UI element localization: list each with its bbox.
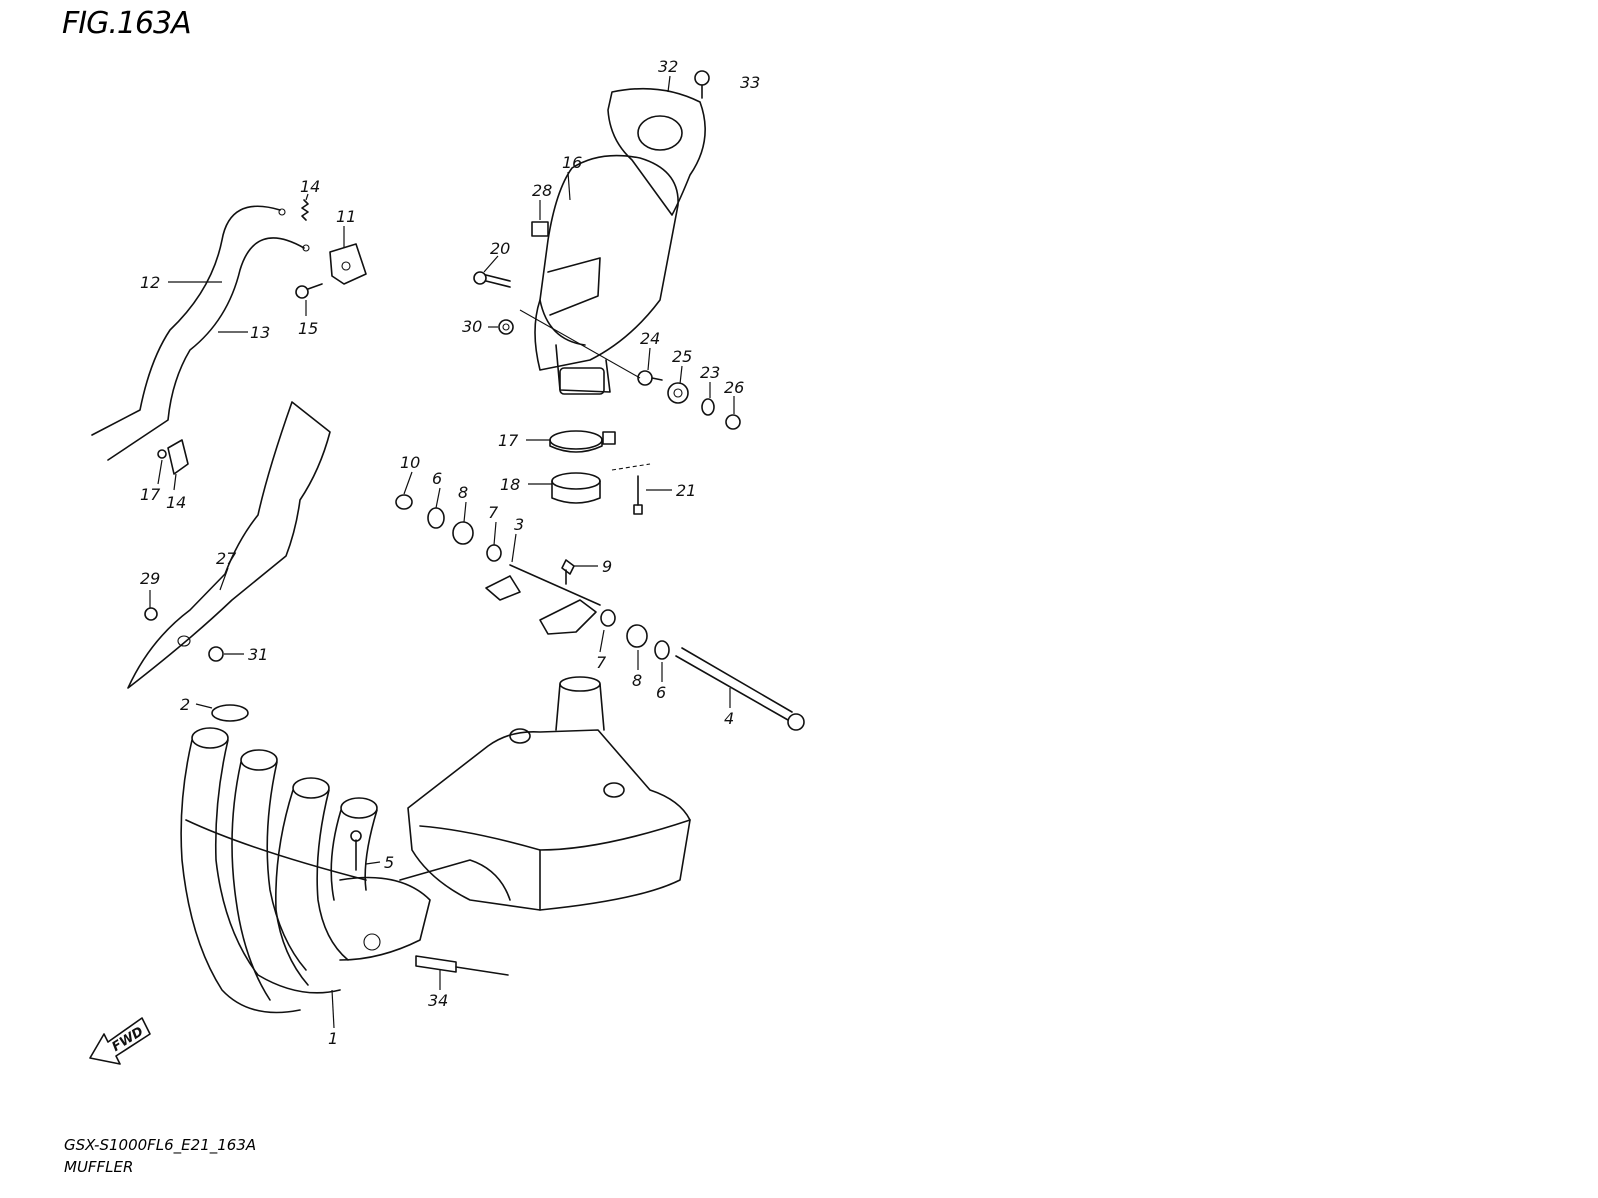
muffler-chamber	[399, 676, 691, 911]
callout-11: 11	[336, 207, 356, 226]
callout-16: 15	[298, 319, 318, 338]
bolt-16	[295, 283, 323, 299]
washer-23	[701, 398, 715, 416]
collar-7b	[600, 609, 616, 627]
nut-26	[725, 414, 741, 430]
callout-28: 28	[532, 181, 552, 200]
spring-15	[301, 199, 309, 221]
callout-19: 17	[498, 431, 519, 450]
callout-8-lower: 8	[632, 671, 642, 690]
bolt-5	[350, 830, 362, 871]
callout-32: 32	[658, 57, 678, 76]
callout-10: 10	[400, 453, 420, 472]
gasket-20	[551, 472, 601, 504]
callout-14: 14	[166, 493, 186, 512]
grommet-8	[452, 521, 474, 545]
clip-17	[157, 449, 167, 459]
cable-12	[91, 205, 286, 436]
callout-23: 23	[700, 363, 720, 382]
heat-guard-27	[127, 401, 331, 689]
callout-18: 16	[562, 153, 582, 172]
callout-7-upper: 7	[488, 503, 499, 522]
callout-33: 33	[740, 73, 760, 92]
callout-6-upper: 6	[432, 469, 442, 488]
grommet-8b	[626, 624, 648, 648]
bolt-22	[633, 475, 643, 515]
figure-title: FIG.163A	[62, 6, 192, 41]
callout-21: 20	[490, 239, 510, 258]
callout-25: 25	[672, 347, 692, 366]
callout-27: 27	[216, 549, 237, 568]
bracket-14	[167, 439, 189, 475]
callout-7-lower: 7	[596, 653, 607, 672]
section-name: MUFFLER	[64, 1158, 134, 1176]
bracket-3	[485, 564, 601, 635]
muffler-cover	[534, 154, 679, 395]
callout-9: 9	[602, 557, 612, 576]
heat-shield-cover	[607, 87, 706, 216]
callout-4: 4	[724, 709, 734, 728]
grommet-25	[667, 382, 689, 404]
model-code: GSX-S1000FL6_E21_163A	[64, 1136, 257, 1154]
callout-15: 14	[300, 177, 320, 196]
bracket-11	[329, 243, 367, 285]
callout-6-lower: 6	[656, 683, 666, 702]
screw-29	[144, 607, 158, 621]
bolt-21	[473, 271, 511, 288]
callout-29: 29	[140, 569, 160, 588]
collar-24	[637, 370, 663, 386]
exhaust-pipe-1	[180, 727, 431, 1014]
callout-24: 24	[640, 329, 660, 348]
spacer-28	[531, 221, 549, 237]
bolt-33	[694, 70, 710, 99]
nut-31	[208, 646, 224, 662]
callout-34: 34	[428, 991, 448, 1010]
callout-13: 13	[250, 323, 270, 342]
callout-12: 12	[140, 273, 160, 292]
callout-1: 1	[328, 1029, 338, 1048]
callout-8-upper: 8	[458, 483, 468, 502]
forward-arrow-icon: FWD	[89, 1017, 151, 1065]
callout-31: 31	[248, 645, 268, 664]
callout-20: 18	[500, 475, 520, 494]
callout-3: 3	[514, 515, 524, 534]
callout-26: 26	[724, 378, 744, 397]
callout-2: 2	[180, 695, 190, 714]
leader-lines	[149, 75, 735, 1029]
clamp-19	[549, 430, 616, 453]
o2-sensor-34	[415, 955, 509, 976]
washer-6	[427, 507, 445, 529]
callout-17: 17	[140, 485, 161, 504]
washer-6b	[654, 640, 670, 660]
callout-labels: 32 33 16 28 20 30 24 25 23 26 17 18 21 1…	[140, 57, 760, 1048]
washer-10	[395, 494, 413, 510]
cable-13	[107, 237, 310, 461]
callout-22: 21	[676, 481, 696, 500]
bolt-4	[675, 647, 805, 731]
callout-5: 5	[384, 853, 394, 872]
callout-30: 30	[462, 317, 482, 336]
gasket-2	[211, 704, 249, 722]
nut-30	[498, 319, 514, 335]
collar-7	[486, 544, 502, 562]
bolt-9	[561, 559, 575, 585]
